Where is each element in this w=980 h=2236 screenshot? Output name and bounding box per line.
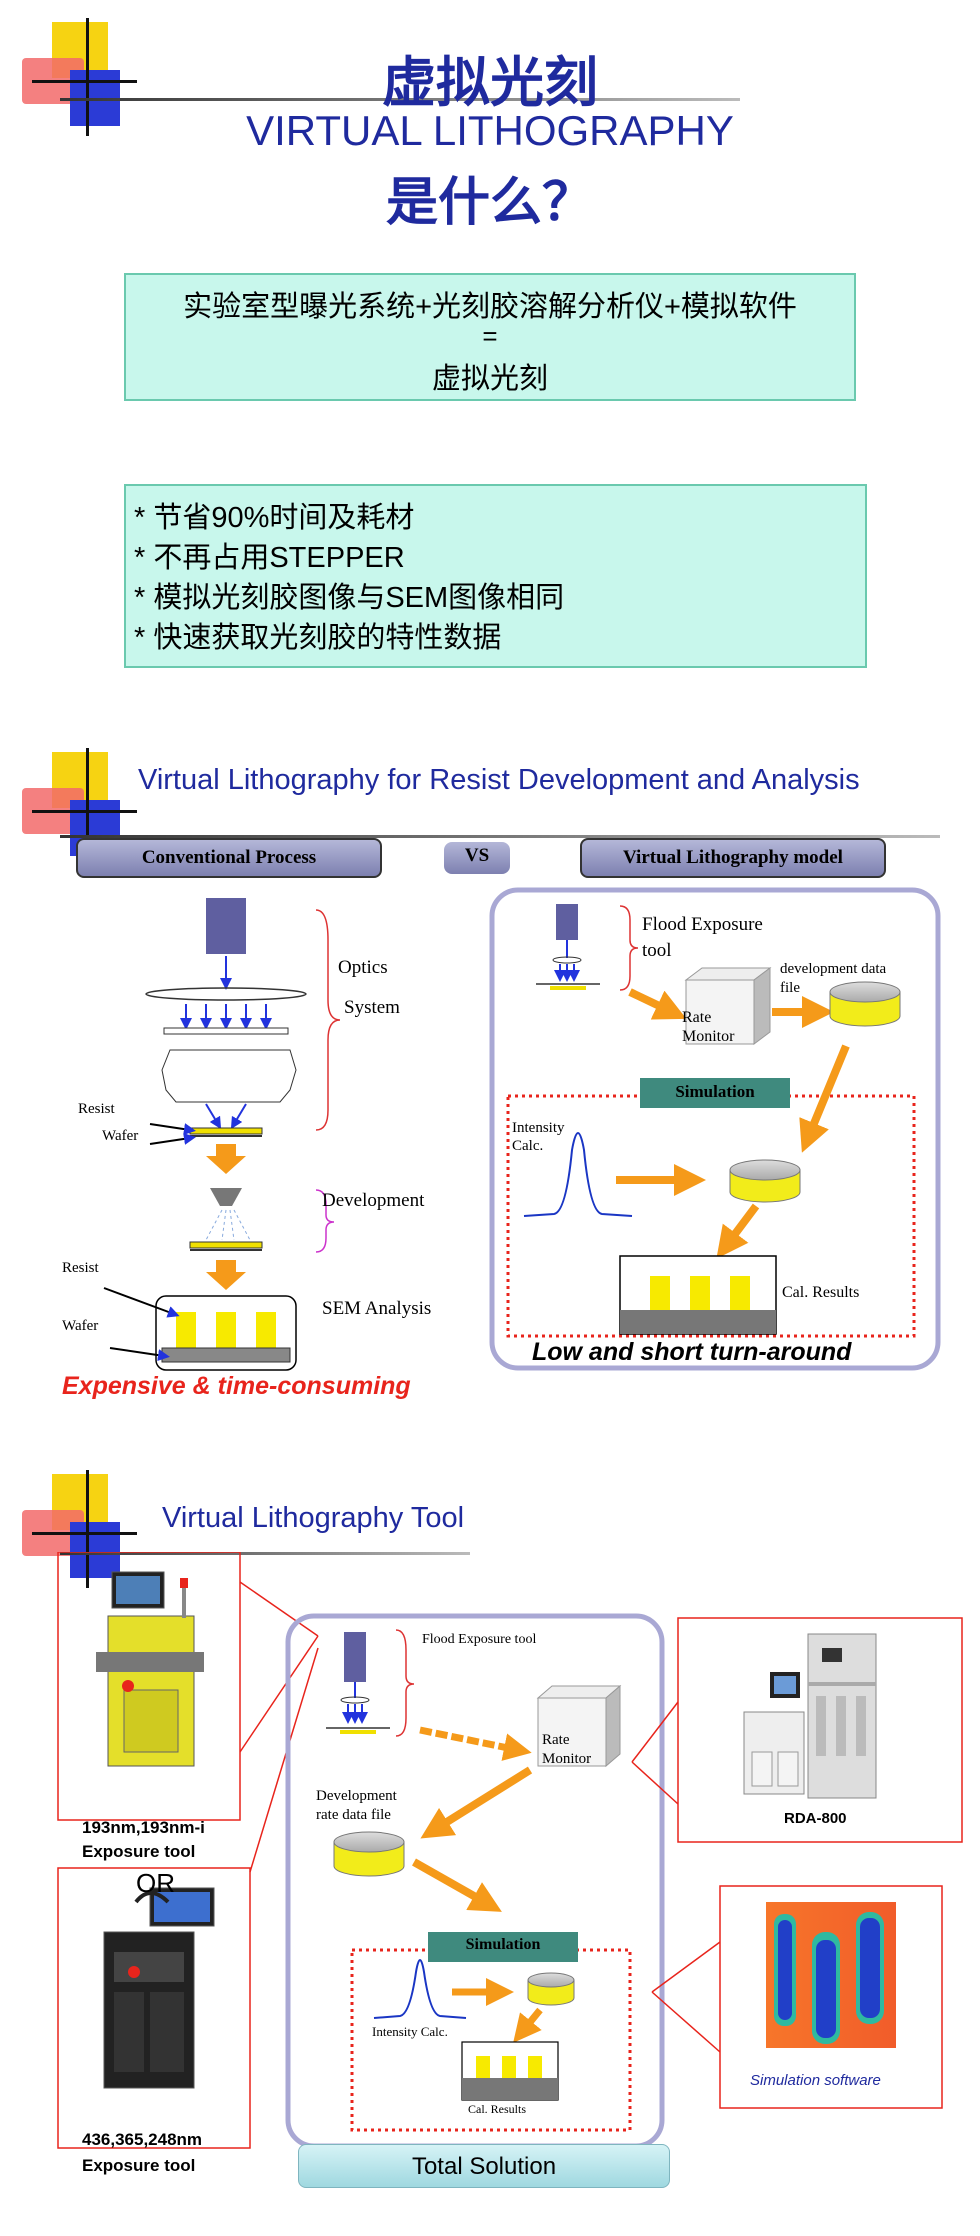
section2-diagram [103, 887, 941, 1371]
simulation-label-bg [640, 1078, 790, 1108]
mask [163, 1027, 289, 1035]
page-title-en: VIRTUAL LITHOGRAPHY [246, 107, 734, 154]
intensity-label-1: Intensity [512, 1120, 565, 1136]
dev-rate-label-2: rate data file [316, 1807, 391, 1823]
conventional-process-header: Conventional Process [76, 838, 382, 878]
intensity-curve [523, 1132, 633, 1217]
decorative-logo-3 [22, 1470, 137, 1588]
simulation-software-box [719, 1885, 943, 2109]
intensity-calc-label-3: Intensity Calc. [372, 2024, 448, 2039]
wafer-1 [189, 1127, 263, 1135]
equation-line-2: = [482, 321, 498, 351]
exposure-193-label-1: 193nm,193nm-i [82, 1818, 205, 1837]
benefit-item-1: * 节省90%时间及耗材 [134, 502, 415, 534]
wafer-label-2: Wafer [62, 1318, 99, 1334]
intensity-curve-3 [373, 1959, 467, 2019]
page-title-cn: 虚拟光刻 [382, 53, 598, 113]
monitor-label: Monitor [682, 1028, 735, 1045]
title-underline-3 [60, 1552, 470, 1555]
flood-exposure-label: Flood Exposure [642, 914, 763, 935]
title-underline-1 [60, 98, 740, 101]
dev-rate-label-1: Development [316, 1788, 397, 1804]
page-subtitle-cn: 是什么？ [385, 174, 594, 232]
expensive-label: Expensive & time-consuming [62, 1372, 411, 1400]
cal-results-label: Cal. Results [782, 1284, 860, 1301]
title-underline-2 [60, 835, 940, 838]
low-turnaround-label: Low and short turn-around [532, 1338, 852, 1366]
exposure-193-label-2: Exposure tool [82, 1842, 196, 1861]
equation-line-3: 虚拟光刻 [431, 363, 548, 395]
equation-box: 实验室型曝光系统+光刻胶溶解分析仪+模拟软件 = 虚拟光刻 [124, 273, 856, 401]
virtual-lithography-model-header: Virtual Lithography model [580, 838, 886, 878]
exposure-tool-193-box [57, 1552, 241, 1821]
rda-800-box [677, 1617, 963, 1843]
system-label: System [344, 997, 400, 1018]
resist-label-2: Resist [62, 1260, 99, 1276]
simulation-label-3: Simulation [465, 1936, 541, 1953]
benefit-item-3: * 模拟光刻胶图像与SEM图像相同 [134, 582, 565, 614]
light-source [206, 898, 246, 954]
total-solution-bar: Total Solution [298, 2144, 670, 2188]
simulation-label-bg-3 [428, 1932, 578, 1962]
simulation-software-label: Simulation software [750, 2072, 881, 2089]
monitor-label-3: Monitor [542, 1751, 592, 1767]
flood-exposure-tool-label: Flood Exposure tool [422, 1632, 537, 1647]
lens [145, 987, 307, 1001]
exposure-tool-436-box [57, 1867, 251, 2149]
simulation-dotted-box-3 [350, 1948, 632, 2132]
dev-data-label-2: file [780, 980, 800, 996]
vs-label: VS [444, 842, 510, 874]
flood-tool-label: tool [642, 940, 672, 961]
section2-title: Virtual Lithography for Resist Developme… [138, 764, 860, 796]
benefits-box: * 节省90%时间及耗材 * 不再占用STEPPER * 模拟光刻胶图像与SEM… [124, 484, 867, 668]
projection-lens [161, 1049, 297, 1103]
exposure-436-label-1: 436,365,248nm [82, 2130, 203, 2149]
benefit-item-2: * 不再占用STEPPER [134, 542, 405, 574]
cal-results-label-3: Cal. Results [468, 2102, 527, 2116]
or-label: OR [136, 1868, 175, 1898]
resist-label-1: Resist [78, 1101, 115, 1117]
section3-title: Virtual Lithography Tool [162, 1502, 465, 1534]
intensity-label-2: Calc. [512, 1138, 544, 1154]
sem-analysis-label: SEM Analysis [322, 1298, 432, 1319]
decorative-logo-2 [22, 748, 137, 866]
equation-line-1: 实验室型曝光系统+光刻胶溶解分析仪+模拟软件 [183, 291, 797, 323]
optics-label: Optics [338, 957, 388, 978]
development-label: Development [322, 1190, 425, 1211]
wafer-label-1: Wafer [102, 1128, 139, 1144]
exposure-436-label-2: Exposure tool [82, 2156, 196, 2175]
rate-label-3: Rate [542, 1732, 570, 1748]
rda-800-label: RDA-800 [784, 1810, 847, 1827]
rate-label: Rate [682, 1009, 712, 1026]
virtual-model-frame [489, 887, 941, 1371]
benefit-item-4: * 快速获取光刻胶的特性数据 [134, 622, 502, 654]
simulation-label: Simulation [675, 1082, 755, 1101]
dev-data-label-1: development data [780, 961, 887, 977]
